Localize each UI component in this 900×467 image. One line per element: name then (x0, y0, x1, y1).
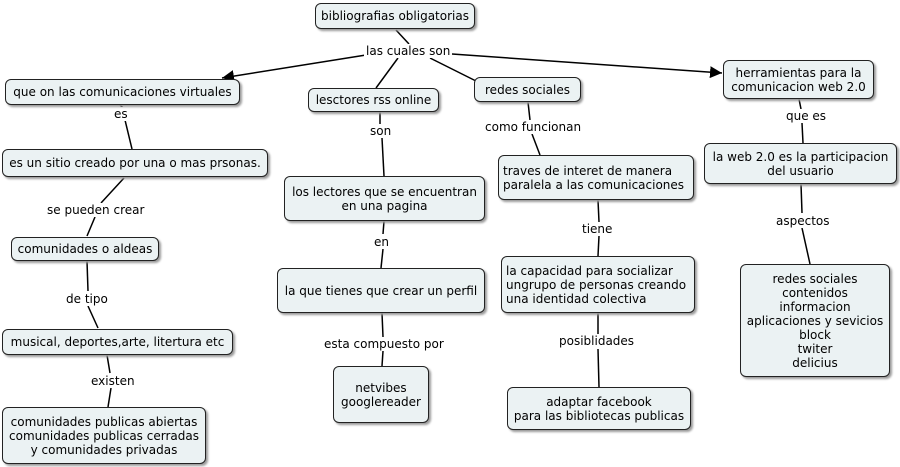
connector-to-virtuales (221, 54, 367, 83)
concept-capacidad: la capacidad para socializar ungrupo de … (501, 256, 695, 313)
link-son: son (368, 124, 394, 138)
concept-aspectos-list: redes sociales contenidos informacion ap… (740, 264, 890, 377)
connector-to-herramientas (451, 53, 723, 79)
connector-to-rss (375, 57, 399, 89)
link-como-funcionan: como funcionan (483, 120, 584, 134)
link-tiene: tiene (580, 222, 615, 236)
link-de-tipo: de tipo (64, 292, 110, 306)
concept-traves: traves de interet de manera paralela a l… (498, 155, 694, 200)
concept-root: bibliografias obligatorias (315, 3, 475, 29)
concept-netvibes: netvibes googlereader (333, 366, 429, 423)
concept-comunidades: comunidades o aldeas (11, 237, 159, 261)
concept-redes-sociales: redes sociales (474, 77, 581, 102)
link-en: en (372, 235, 391, 249)
concept-web20: la web 2.0 es la participacion del usuar… (704, 143, 897, 184)
link-se-pueden-crear: se pueden crear (45, 203, 147, 217)
concept-lectores: los lectores que se encuentran en una pa… (284, 176, 485, 221)
concept-rss: lesctores rss online (308, 88, 439, 112)
connector-root-link (395, 29, 410, 45)
concept-adaptar: adaptar facebook para las bibliotecas pu… (507, 387, 691, 430)
link-es: es (112, 107, 130, 121)
concept-tipos-comunidades: comunidades publicas abiertas comunidade… (2, 407, 206, 464)
concept-sitio: es un sitio creado por una o mas prsonas… (2, 149, 268, 177)
link-las-cuales-son: las cuales son (364, 44, 453, 58)
link-esta-compuesto-por: esta compuesto por (322, 337, 446, 351)
link-aspectos: aspectos (774, 214, 832, 228)
concept-herramientas: herramientas para la comunicacion web 2.… (723, 60, 874, 99)
link-existen: existen (89, 374, 137, 388)
connector-to-redes (429, 57, 479, 83)
link-que-es: que es (784, 109, 829, 123)
concept-musical: musical, deportes,arte, litertura etc (2, 329, 233, 355)
concept-perfil: la que tienes que crear un perfil (277, 268, 485, 313)
link-posiblidades: posiblidades (557, 334, 637, 348)
concept-virtuales: que on las comunicaciones virtuales (5, 79, 240, 105)
